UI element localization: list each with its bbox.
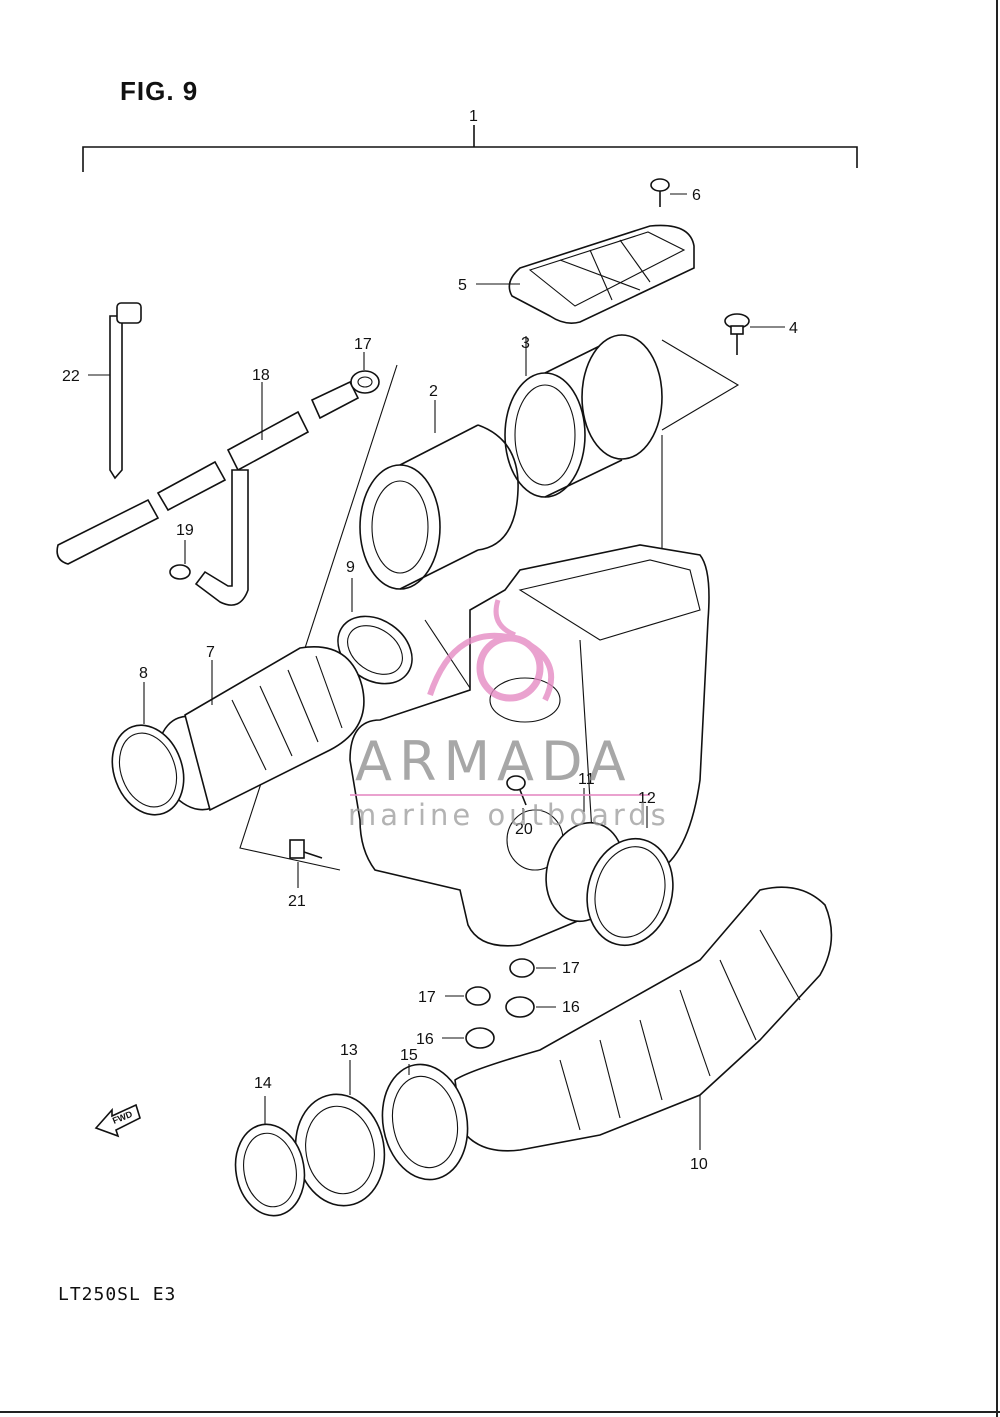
callout-8: 8 (139, 665, 148, 682)
part-20-bolt (506, 775, 527, 820)
part-7-duct (157, 646, 365, 812)
part-2-sleeve (359, 400, 519, 590)
callout-13: 13 (340, 1042, 358, 1059)
callout-16-right: 16 (562, 999, 580, 1016)
part-13-boot (294, 1060, 386, 1207)
callout-15: 15 (400, 1047, 418, 1064)
callout-9: 9 (346, 559, 355, 576)
callout-20: 20 (515, 821, 533, 838)
callout-10: 10 (690, 1156, 708, 1173)
part-17-clamp-top (350, 352, 380, 394)
part-6-screw (650, 178, 687, 207)
callout-14: 14 (254, 1075, 272, 1092)
part-16-grommet-right (505, 996, 556, 1018)
part-17-clamp-left (445, 986, 491, 1006)
callout-16-left: 16 (416, 1031, 434, 1048)
callout-22: 22 (62, 368, 80, 385)
part-16-grommet-left (442, 1027, 495, 1049)
callout-21: 21 (288, 893, 306, 910)
part-3-filter (504, 334, 663, 610)
part-14-clamp (234, 1096, 306, 1217)
part-22-strap (88, 302, 142, 480)
callout-11: 11 (578, 771, 595, 788)
callout-7: 7 (206, 644, 215, 661)
assembly-bracket (82, 125, 858, 172)
part-4-bolt (661, 313, 785, 431)
part-8-clamp (111, 682, 185, 816)
callout-4: 4 (789, 320, 798, 337)
callout-19: 19 (176, 522, 194, 539)
callout-6: 6 (692, 187, 701, 204)
model-code: LT250SL E3 (58, 1284, 177, 1305)
callout-18: 18 (252, 367, 270, 384)
part-21-bolt (289, 839, 323, 888)
fwd-arrow-icon: FWD (94, 1103, 141, 1138)
assembly-outline (239, 364, 398, 871)
callout-1: 1 (469, 108, 478, 125)
part-17-clamp-right (509, 958, 556, 978)
part-19-clip (169, 540, 191, 580)
watermark-logo-icon (427, 599, 555, 702)
callout-2: 2 (429, 383, 438, 400)
watermark-tagline: marine outboards (348, 798, 670, 832)
part-11-12-outlet (545, 788, 674, 947)
callout-17-top: 17 (354, 336, 372, 353)
callout-17-right: 17 (562, 960, 580, 977)
callout-12: 12 (638, 790, 656, 807)
callout-5: 5 (458, 277, 467, 294)
part-18-hose (56, 380, 360, 606)
callouts: 1 2 3 4 5 6 7 8 9 10 11 12 13 14 15 16 1… (62, 108, 798, 1173)
callout-3: 3 (521, 335, 530, 352)
watermark-brand: ARMADA (355, 730, 633, 793)
callout-17-left: 17 (418, 989, 436, 1006)
part-10-hose (454, 886, 833, 1152)
part-5-cover (476, 224, 695, 324)
part-15-boot (381, 1063, 469, 1181)
figure-title: FIG. 9 (120, 76, 199, 106)
